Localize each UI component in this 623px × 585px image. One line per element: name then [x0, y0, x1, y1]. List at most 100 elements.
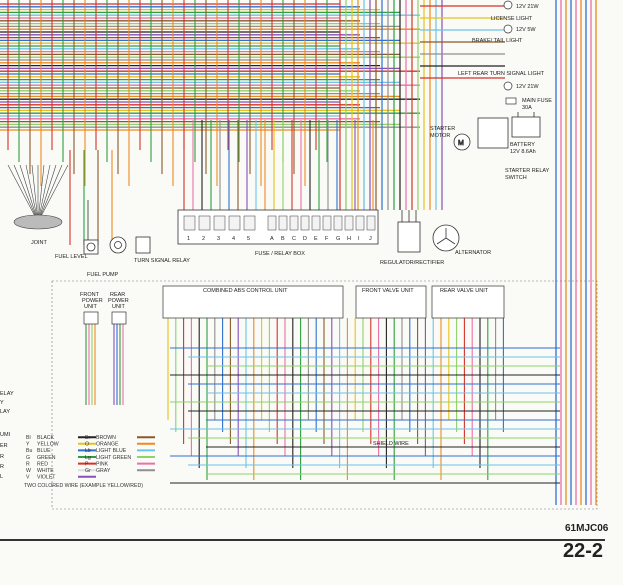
- page-number: 22-2: [563, 540, 603, 562]
- fuse-number: H: [347, 236, 351, 242]
- bulbs: [503, 0, 513, 91]
- legend-name: PINK: [96, 461, 109, 467]
- power-units: [83, 311, 127, 325]
- regulator-rectifier-label: REGULATOR/RECTIFIER: [380, 260, 444, 266]
- legend-code: P: [85, 461, 89, 467]
- legend-code: O: [85, 442, 89, 448]
- legend-item: Gr GRAY: [85, 468, 155, 474]
- legend-code: Lg: [85, 455, 91, 461]
- fuse-number: 3: [217, 236, 220, 242]
- relay-cell: [278, 215, 288, 231]
- fuse-number: D: [303, 236, 307, 242]
- legend-name: GRAY: [96, 468, 111, 474]
- left-edge-label: ELAY: [0, 391, 14, 397]
- fuel-pump-label: FUEL PUMP: [87, 272, 119, 278]
- legend-name: RED: [37, 461, 48, 467]
- fuse-cell: [228, 215, 241, 231]
- turn-signal-relay-label: TURN SIGNAL RELAY: [134, 258, 190, 264]
- abs-units: [162, 285, 505, 319]
- fuse-number: F: [325, 236, 329, 242]
- left-edge-label: UMI: [0, 432, 11, 438]
- relay-cell: [311, 215, 321, 231]
- fuse-number: G: [336, 236, 340, 242]
- fuse-number: E: [314, 236, 318, 242]
- fuse-number: B: [281, 236, 285, 242]
- legend-code: V: [26, 475, 30, 481]
- wire-harness: [0, 0, 597, 505]
- legend-name: LIGHT GREEN: [96, 455, 131, 461]
- legend-code: G: [26, 455, 30, 461]
- left-edge-label: ER: [0, 443, 8, 449]
- fuel-level-sensor-label: FUEL LEVEL: [55, 254, 88, 260]
- left-edge-label: R: [0, 454, 4, 460]
- fuse-cell: [198, 215, 211, 231]
- legend-code: Br: [85, 435, 90, 441]
- legend-name: WHITE: [37, 468, 54, 474]
- fuse-cell: [243, 215, 256, 231]
- license-light-label: LICENSE LIGHT: [491, 16, 533, 22]
- bulb-12v5w: 12V 5W: [516, 27, 536, 33]
- svg-text:M: M: [458, 140, 464, 147]
- left-rear-turn-signal-light-label: LEFT REAR TURN SIGNAL LIGHT: [458, 71, 545, 77]
- fuse-number: 4: [232, 236, 235, 242]
- bulb-12v21w-top: 12V 21W: [516, 4, 539, 10]
- fuse-number: I: [358, 236, 360, 242]
- fuse-number: A: [270, 236, 274, 242]
- relay-cell: [267, 215, 277, 231]
- legend-item: Br BROWN: [85, 435, 155, 441]
- relay-cell: [355, 215, 365, 231]
- legend-code: R: [26, 461, 30, 467]
- fuse-relay-box-label: FUSE / RELAY BOX: [255, 251, 305, 257]
- relay-cell: [289, 215, 299, 231]
- legend-item: Lg LIGHT GREEN: [85, 455, 155, 461]
- left-edge-label: Y: [0, 400, 4, 406]
- legend-code: Gr: [85, 468, 91, 474]
- fuel-level-sensor-symbol: [83, 200, 99, 255]
- fuse-number: J: [369, 236, 372, 242]
- two-colored-wire-note: TWO COLORED WIRE (EXAMPLE YELLOW/RED): [24, 483, 143, 489]
- brake-tail-light-label: BRAKE/ TAIL LIGHT: [472, 38, 523, 44]
- legend-item: P PINK: [85, 461, 155, 467]
- joint-fan: [7, 164, 69, 230]
- combined-abs-control-unit-label: COMBINED ABS CONTROL UNIT: [203, 288, 288, 294]
- fuse-number: C: [292, 236, 296, 242]
- legend-code: Bl: [26, 435, 31, 441]
- fuse-cell: [183, 215, 196, 231]
- legend-name: ORANGE: [96, 442, 119, 448]
- legend-name: LIGHT BLUE: [96, 448, 127, 454]
- alternator-label: ALTERNATOR: [455, 250, 491, 256]
- starter-motor-symbol: M: [453, 133, 471, 151]
- turn-signal-relay-symbol: [135, 236, 151, 254]
- relay-cell: [366, 215, 376, 231]
- starter-relay-switch-symbol: [477, 117, 509, 149]
- left-edge-label: R: [0, 464, 4, 470]
- fuse-number: 2: [202, 236, 205, 242]
- legend-name: BLACK: [37, 435, 55, 441]
- left-edge-label: L: [0, 474, 3, 480]
- fuse-cell: [213, 215, 226, 231]
- legend-name: BROWN: [96, 435, 116, 441]
- front-valve-unit-label: FRONT VALVE UNIT: [362, 288, 414, 294]
- battery-symbol: [511, 112, 541, 138]
- relay-cell: [322, 215, 332, 231]
- relay-cell: [300, 215, 310, 231]
- rear-valve-unit-label: REAR VALVE UNIT: [440, 288, 489, 294]
- fuse-number: 5: [247, 236, 250, 242]
- fuse-relay-box: [177, 209, 379, 245]
- main-fuse-symbol: [505, 97, 517, 105]
- relay-cell: [333, 215, 343, 231]
- legend-code: Y: [26, 442, 30, 448]
